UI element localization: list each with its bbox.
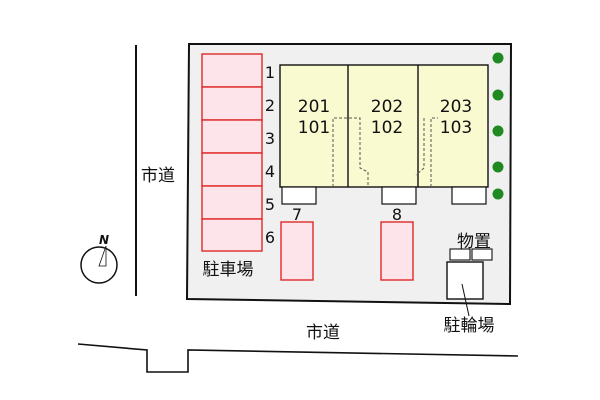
unit-lower-label: 101	[298, 118, 330, 138]
tree-icon	[492, 161, 504, 173]
parking-space	[201, 152, 263, 187]
storage-box	[449, 248, 471, 261]
parking-number: 5	[265, 195, 275, 214]
bicycle-parking-label: 駐輪場	[444, 316, 495, 336]
stair-outline	[430, 117, 438, 187]
compass-needle-half	[98, 245, 107, 267]
tree-icon	[492, 188, 504, 200]
parking-number: 4	[265, 162, 275, 181]
tree-icon	[492, 125, 504, 137]
unit-upper-label: 203	[440, 97, 472, 117]
compass: N	[80, 233, 118, 286]
unit-lower-label: 103	[440, 118, 472, 138]
unit-lower-label: 102	[371, 118, 403, 138]
storage-area	[446, 248, 493, 317]
stair-outline	[415, 118, 425, 176]
unit-upper-label: 202	[371, 97, 403, 117]
parking-space	[201, 185, 263, 220]
storage-label: 物置	[457, 232, 491, 252]
stair-outline	[332, 117, 369, 187]
building: 201 101 202 102 203 103	[279, 64, 489, 205]
unit-upper-label: 201	[298, 97, 330, 117]
storage-box	[471, 248, 493, 261]
entrance-box	[451, 186, 487, 205]
parking-left-column: 1 2 3 4 5 6	[201, 53, 275, 252]
entrance-box	[381, 186, 417, 205]
road-bottom-edge	[77, 343, 519, 373]
bicycle-parking-leader	[461, 283, 470, 317]
tree-icon	[492, 52, 504, 64]
tree-row	[492, 52, 504, 200]
parking-area-label: 駐車場	[203, 260, 254, 280]
parking-number: 2	[265, 96, 275, 115]
parking-space	[201, 119, 263, 154]
road-bottom-label: 市道	[306, 323, 340, 343]
compass-north-label: N	[99, 233, 109, 247]
road-left-label: 市道	[141, 166, 175, 186]
parking-space	[201, 53, 263, 88]
parking-number: 7	[292, 205, 302, 224]
parking-space	[201, 86, 263, 121]
building-outline	[279, 64, 489, 188]
parking-space	[380, 221, 414, 281]
parking-number: 8	[392, 205, 402, 224]
parking-number: 1	[265, 63, 275, 82]
parking-bottom: 7 8	[280, 205, 414, 281]
tree-icon	[492, 89, 504, 101]
entrance-box	[281, 186, 317, 205]
parking-number: 6	[265, 228, 275, 247]
parking-number: 3	[265, 129, 275, 148]
bicycle-parking-box	[446, 261, 484, 300]
parking-space	[201, 218, 263, 252]
parking-space	[280, 221, 314, 281]
